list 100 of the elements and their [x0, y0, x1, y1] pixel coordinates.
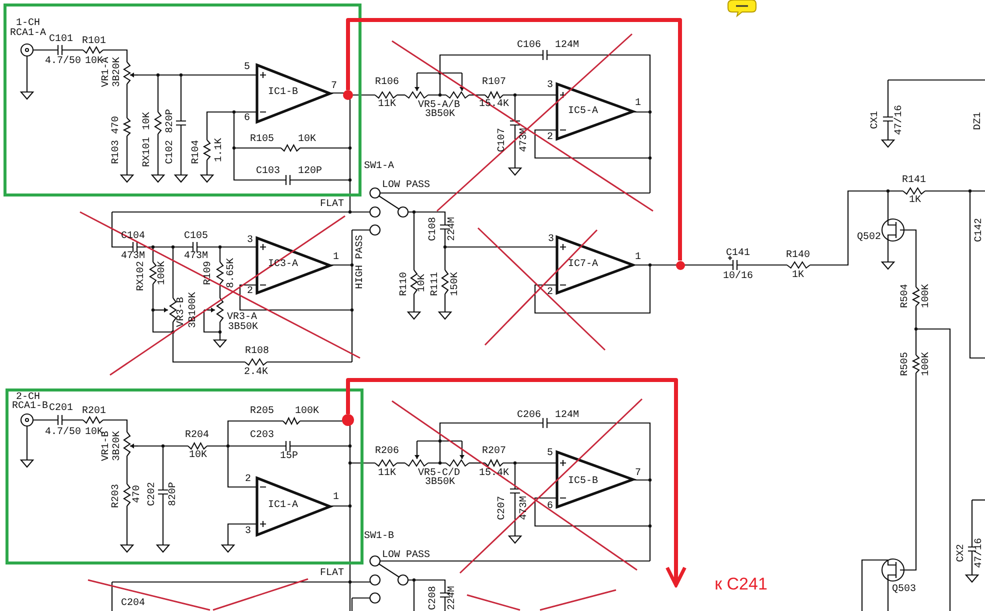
component-label: 470	[133, 485, 143, 503]
pin-number: 5	[244, 63, 250, 73]
pin-number: 1	[635, 99, 641, 109]
switch-position-label: LOW PASS	[382, 551, 430, 561]
component-label: 10K	[143, 112, 153, 130]
component-label: C105	[184, 232, 208, 242]
component-label: 10K	[418, 274, 428, 292]
component-label: C108	[429, 217, 439, 241]
component-label: 820P	[169, 482, 179, 506]
component-label: 11K	[378, 469, 396, 479]
component-label: R105	[250, 135, 274, 145]
component-label: 1.1K	[215, 138, 225, 162]
component-label: C106	[517, 41, 541, 51]
component-label: 470	[112, 116, 122, 134]
pin-number: 6	[244, 114, 250, 124]
component-label: C202	[148, 482, 158, 506]
ic-label: IC1-B	[268, 88, 298, 98]
component-label: R140	[786, 251, 810, 261]
component-label: R103	[112, 140, 122, 164]
pin-number: 1	[333, 493, 339, 503]
pin-number: 2	[245, 475, 251, 485]
component-label: VR3-B	[177, 297, 187, 327]
pin-number: 3	[548, 235, 554, 245]
component-label: R110	[400, 272, 410, 296]
pin-number: 2	[547, 133, 553, 143]
component-label: C141	[726, 249, 750, 259]
component-label: R504	[901, 284, 911, 308]
component-label: 124M	[555, 411, 579, 421]
component-label: 100K	[295, 407, 319, 417]
component-label: 10K	[298, 135, 316, 145]
component-label: 15P	[280, 452, 298, 462]
component-label: 473M	[184, 252, 208, 262]
component-label: 10K	[85, 57, 103, 67]
component-label: 820P	[166, 109, 176, 133]
component-label: R107	[482, 78, 506, 88]
component-label: 3B50K	[425, 478, 455, 488]
component-label: C203	[250, 431, 274, 441]
pin-number: 2	[247, 287, 253, 297]
component-label: C204	[121, 599, 145, 609]
component-label: 150K	[451, 272, 461, 296]
ic-label: IC5-A	[568, 107, 598, 117]
component-label: 3B50K	[425, 110, 455, 120]
component-label: 11K	[378, 100, 396, 110]
ic-label: IC1-A	[268, 501, 298, 511]
component-label: 1K	[909, 196, 921, 206]
component-label: C107	[498, 128, 508, 152]
component-label: Q502	[857, 233, 881, 243]
component-label: 2.4K	[244, 368, 268, 378]
junction-dot	[342, 414, 354, 426]
component-label: 3B20K	[113, 57, 123, 87]
component-label: R205	[250, 407, 274, 417]
component-label: 1K	[792, 271, 804, 281]
component-label: C102	[166, 140, 176, 164]
switch-position-label: FLAT	[320, 200, 344, 210]
component-label: R104	[192, 140, 202, 164]
input-label: RCA1-A	[10, 29, 46, 39]
component-label: 10K	[85, 428, 103, 438]
component-label: 124M	[555, 41, 579, 51]
junction-dot	[676, 260, 684, 270]
component-label: R108	[245, 347, 269, 357]
arrow	[346, 378, 687, 587]
component-label: 100K	[922, 352, 932, 376]
component-label: 10/16	[723, 272, 753, 282]
ic-label: IC7-A	[568, 260, 598, 270]
pin-number: 3	[247, 236, 253, 246]
component-label: 224M	[448, 586, 458, 610]
component-label: R141	[902, 176, 926, 186]
component-label: 100K	[158, 261, 168, 285]
switch-position-label: HIGH PASS	[356, 235, 366, 289]
component-label: RX101	[143, 137, 153, 167]
connector-line	[346, 18, 682, 260]
component-label: CX2	[957, 544, 967, 562]
pin-number: 7	[635, 469, 641, 479]
component-label: R505	[901, 352, 911, 376]
pin-number: 5	[547, 449, 553, 459]
component-label: 473M	[520, 128, 530, 152]
component-label: C101	[49, 35, 73, 45]
component-label: C206	[517, 411, 541, 421]
switch-position-label: LOW PASS	[382, 181, 430, 191]
component-label: 3B50K	[228, 323, 258, 333]
component-label: R101	[82, 37, 106, 47]
component-label: VR1-A	[102, 57, 112, 87]
pin-number: 2	[547, 288, 553, 298]
component-label: 47/16	[895, 105, 905, 135]
component-label: 10K	[189, 451, 207, 461]
component-label: 120P	[298, 167, 322, 177]
component-label: R207	[482, 447, 506, 457]
component-label: R204	[185, 431, 209, 441]
component-label: 47/16	[975, 538, 985, 568]
pin-number: 3	[245, 527, 251, 537]
component-label: Q503	[892, 585, 916, 595]
component-label: R203	[112, 484, 122, 508]
component-label: R206	[375, 447, 399, 457]
component-label: C201	[49, 404, 73, 414]
component-label: SW1-B	[364, 532, 394, 542]
component-label: VR3-A	[227, 313, 257, 323]
component-label: R111	[431, 272, 441, 296]
component-label: SW1-A	[364, 162, 394, 172]
pin-number: 1	[333, 253, 339, 263]
component-label: CX1	[871, 111, 881, 129]
